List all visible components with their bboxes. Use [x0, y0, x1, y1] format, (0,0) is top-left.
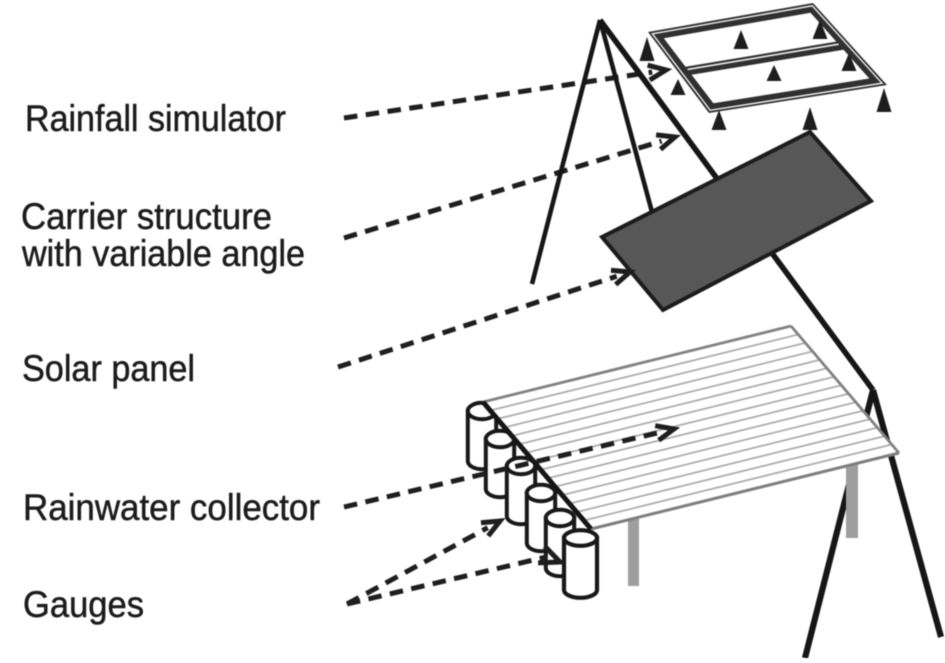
svg-text:Carrier structure: Carrier structure	[21, 196, 272, 237]
svg-text:Rainfall simulator: Rainfall simulator	[25, 98, 286, 139]
svg-text:Rainwater collector: Rainwater collector	[23, 487, 320, 528]
svg-text:with variable angle: with variable angle	[21, 233, 305, 274]
svg-text:Solar panel: Solar panel	[22, 348, 195, 389]
svg-text:Gauges: Gauges	[23, 584, 144, 625]
